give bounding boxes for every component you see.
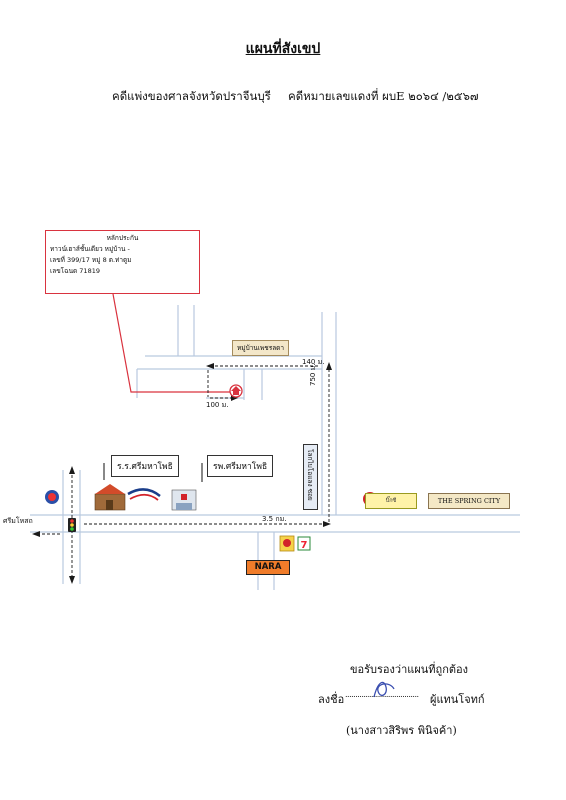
hospital-icon (171, 489, 197, 511)
restaurant-icon (279, 535, 295, 552)
distance-140: 140 ม. (302, 358, 325, 366)
school-sign: ร.ร.ศรีมหาโพธิ (111, 455, 179, 477)
pointer-line (112, 293, 232, 393)
hospital-sign: รพ.ศรีมหาโพธิ (207, 455, 274, 477)
seven-label: 7 (301, 540, 308, 551)
court-name: คดีแพ่งของศาลจังหวัดปราจีนบุรี (112, 89, 271, 103)
gas-station-icon (45, 490, 59, 504)
sign-prefix: ลงชื่อ (318, 693, 345, 706)
post-office-icon (127, 488, 161, 501)
left-direction-label: ศรีมโหสถ (3, 517, 33, 525)
traffic-light-icon (68, 518, 76, 532)
distance-3-5km: 3.5 กม. (262, 515, 287, 523)
info-heading: หลักประกัน (106, 234, 139, 242)
handwritten-signature (373, 681, 395, 698)
sign-dots: .................................... (345, 690, 419, 699)
certify-text: ขอรับรองว่าแผนที่ถูกต้อง (350, 663, 469, 676)
signer-name: (นางสาวสิริพร พินิจค้า) (346, 724, 457, 737)
village-roads (136, 305, 322, 400)
school-icon (94, 484, 126, 511)
spring-city-sign: THE SPRING CITY (428, 493, 510, 509)
bigc-sign: บิ๊กซี (365, 493, 417, 509)
info-line-3: เลขโฉนด 71819 (50, 267, 100, 275)
sign-suffix: ผู้แทนโจทก์ (430, 693, 485, 706)
page-title: แผนที่สังเขป (245, 41, 321, 57)
arrow-heads (32, 362, 332, 584)
soi-road (321, 312, 337, 515)
village-sign: หมู่บ้านเพชรลดา (232, 340, 290, 356)
left-road (62, 470, 81, 584)
info-line-1: ทาวน์เฮาส์ชั้นเดียว หมู่บ้าน - (50, 245, 130, 253)
nara-sign: NARA (246, 560, 290, 575)
case-number: คดีหมายเลขแดงที่ ผบE ๒๐๖๔ /๒๕๖๗ (288, 89, 479, 103)
seven-eleven-icon: 7 (297, 536, 311, 551)
info-line-2: เลขที่ 399/17 หมู่ 8 ต.ท่าตูม (50, 256, 132, 264)
roadside-sign: โลกไบโอแลง ซอย (306, 449, 314, 501)
distance-100: 100 ม. (206, 401, 229, 409)
main-road (30, 514, 520, 533)
distance-750: 750 ม. (309, 363, 317, 386)
collateral-info-box: หลักประกัน ทาวน์เฮาส์ชั้นเดียว หมู่บ้าน … (45, 230, 200, 294)
roadside-sign-board: โลกไบโอแลง ซอย (303, 444, 318, 510)
house-target-icon (229, 384, 243, 398)
